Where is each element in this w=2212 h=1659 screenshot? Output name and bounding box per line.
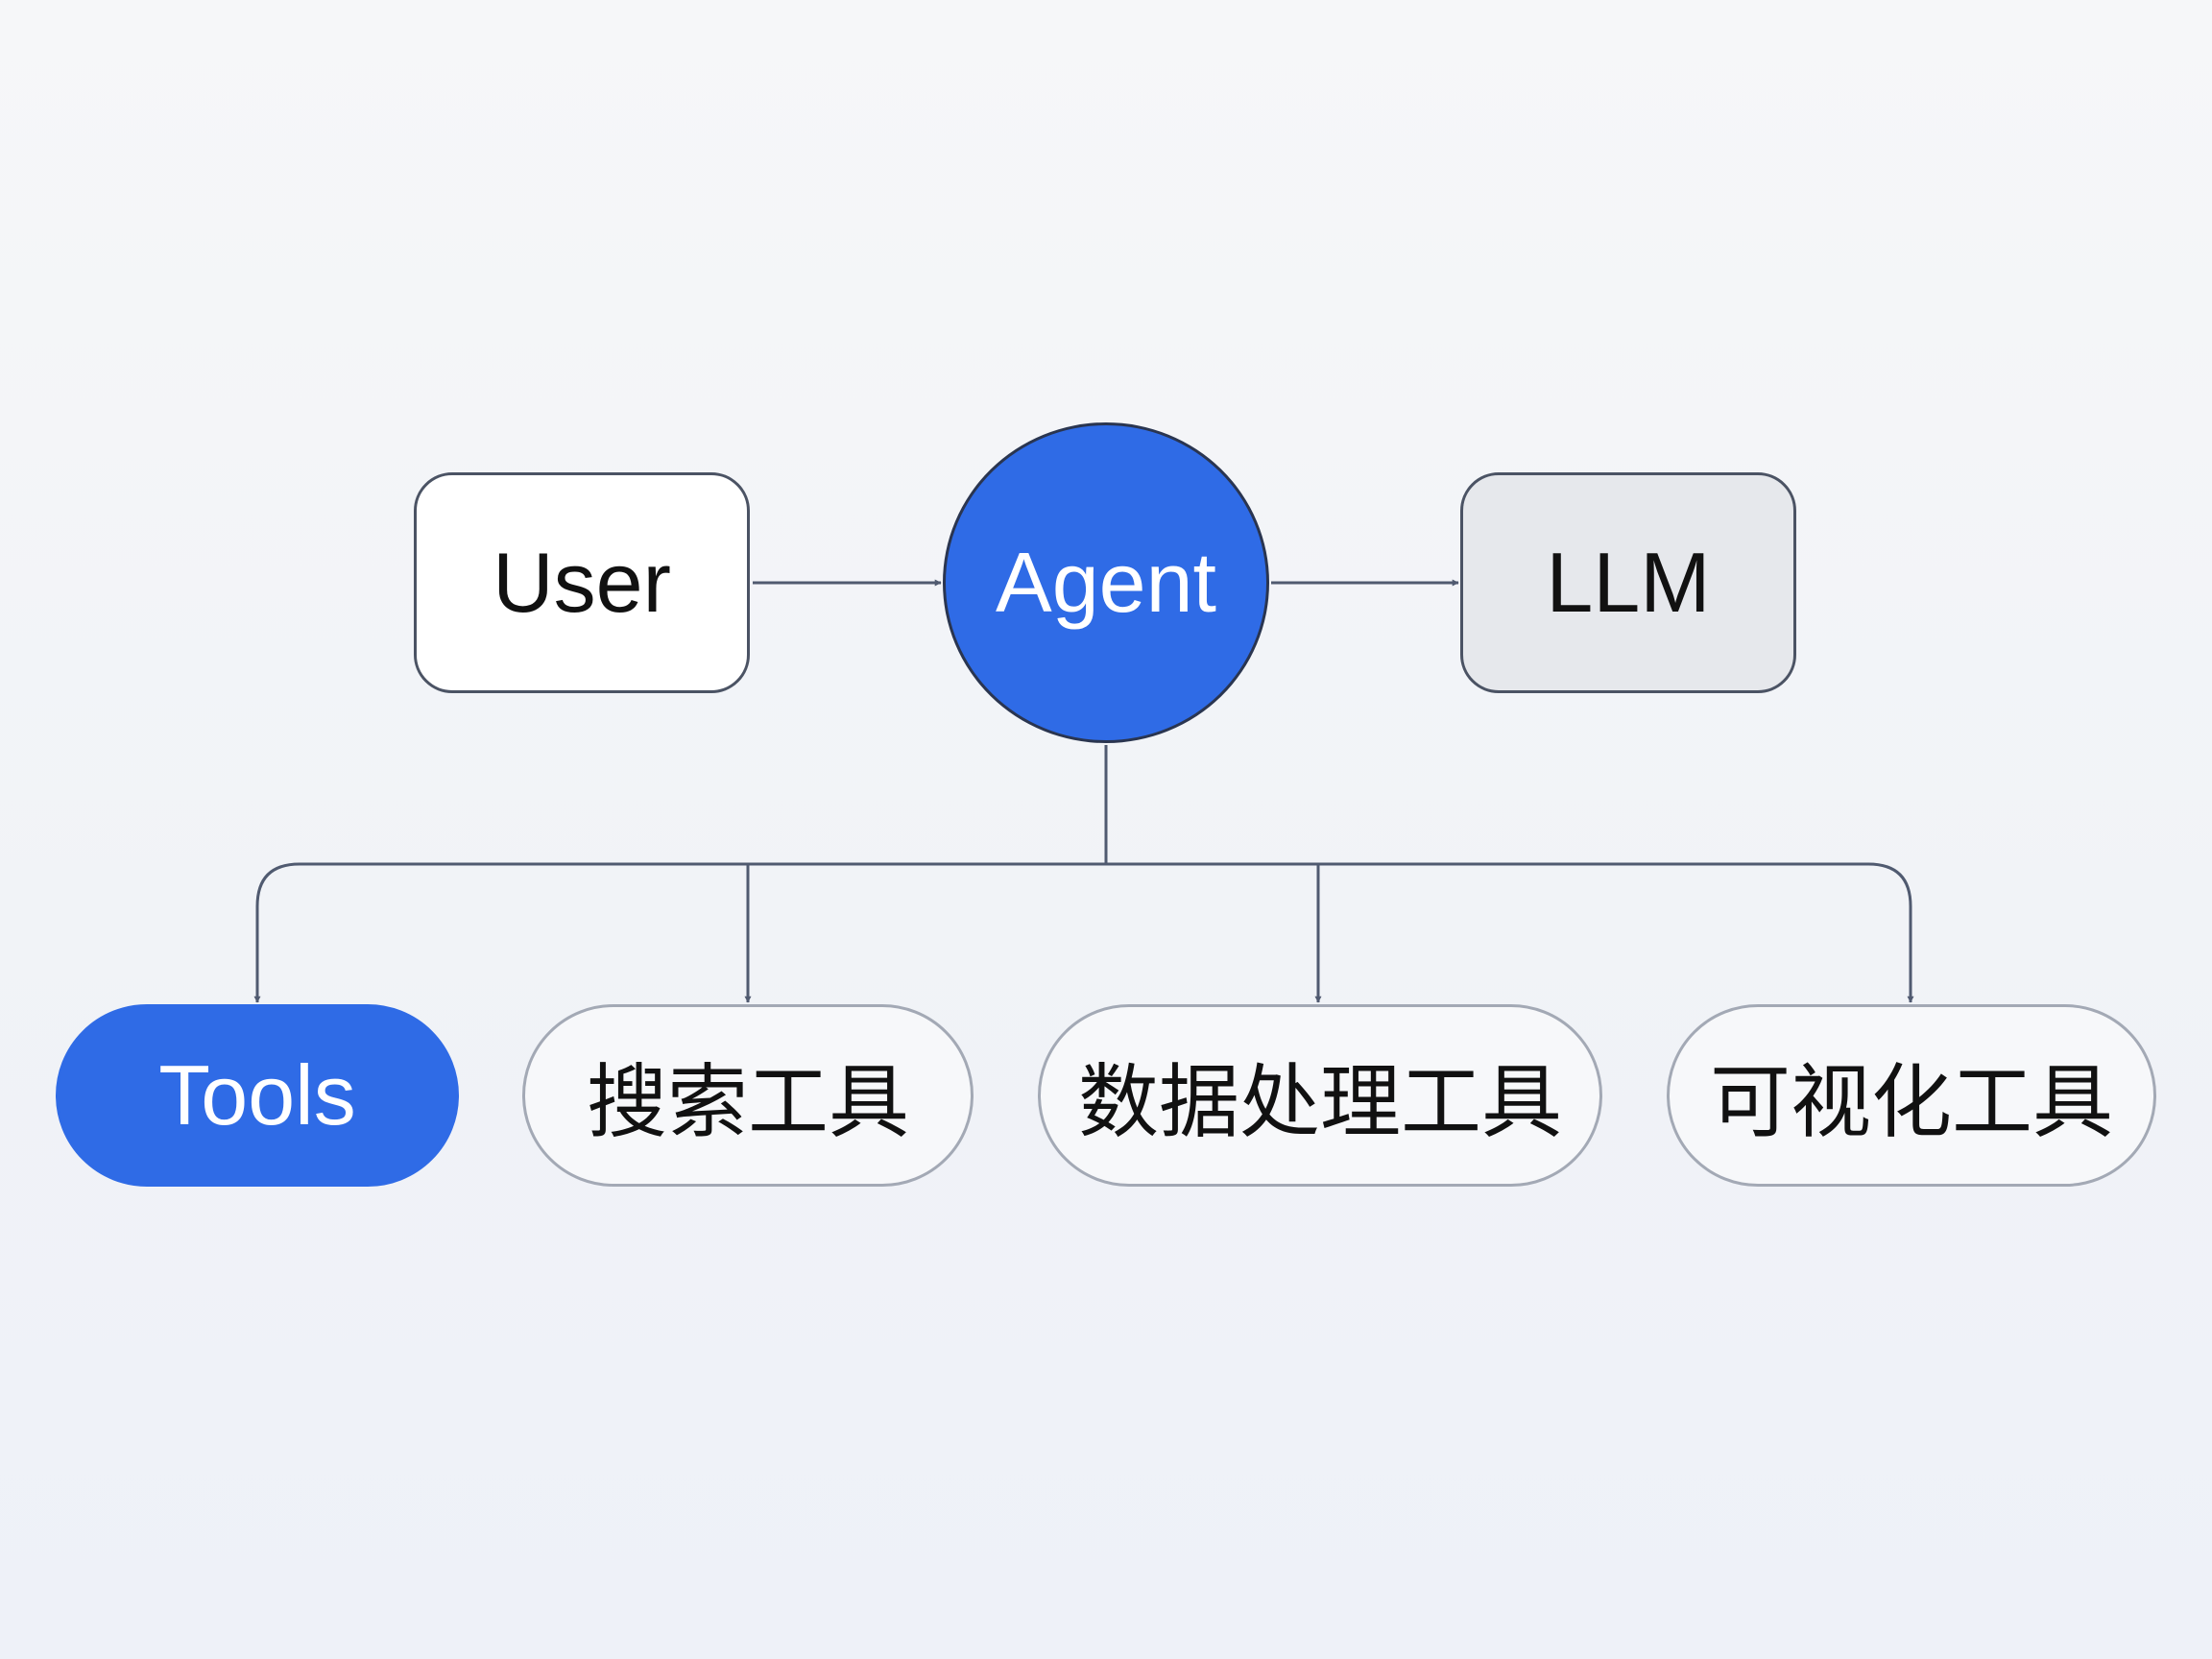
data-tool-node: 数据处理工具 (1038, 1004, 1602, 1187)
agent-node-label: Agent (996, 535, 1216, 630)
llm-node-label: LLM (1546, 535, 1711, 630)
viz-tool-node: 可视化工具 (1667, 1004, 2156, 1187)
tools-node: Tools (56, 1004, 459, 1187)
user-node: User (414, 472, 750, 693)
tools-node-label: Tools (158, 1047, 356, 1142)
edge-bus (255, 862, 1914, 1003)
data-tool-node-label: 数据处理工具 (1077, 1056, 1562, 1147)
llm-node: LLM (1460, 472, 1796, 693)
search-tool-node: 搜索工具 (522, 1004, 974, 1187)
agent-node: Agent (943, 422, 1269, 743)
user-node-label: User (493, 535, 671, 630)
viz-tool-node-label: 可视化工具 (1709, 1056, 2113, 1147)
search-tool-node-label: 搜索工具 (586, 1056, 909, 1147)
